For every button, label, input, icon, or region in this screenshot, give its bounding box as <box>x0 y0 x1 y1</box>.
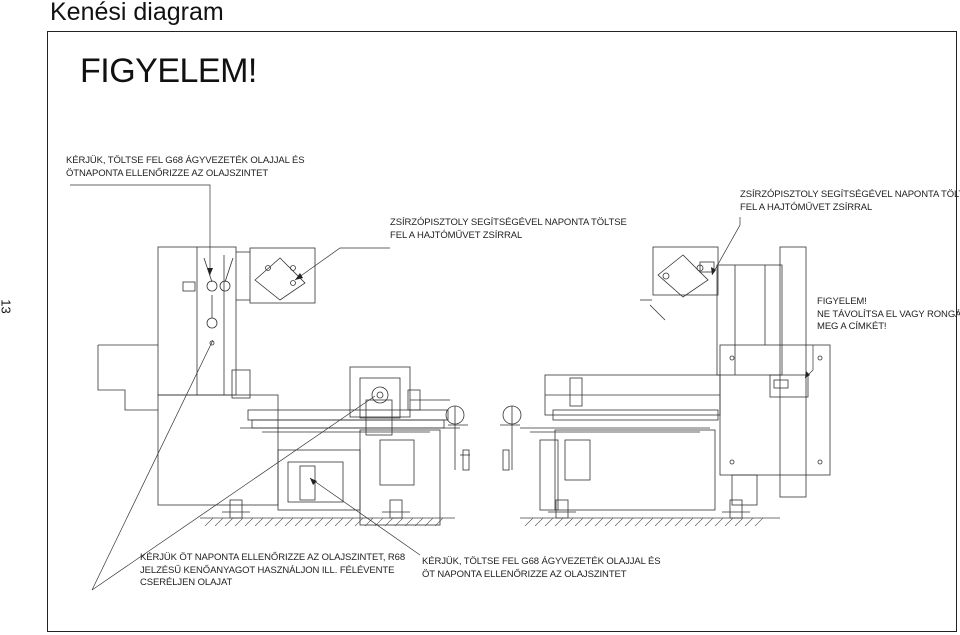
page-heading: Kenési diagram <box>50 0 224 26</box>
note-top-left: KÉRJÜK, TÖLTSE FEL G68 ÁGYVEZETÉK OLAJJA… <box>66 155 305 180</box>
note-line: JELZÉSŰ KENŐANYAGOT HASZNÁLJON ILL. FÉLÉ… <box>140 564 395 576</box>
note-line: NE TÁVOLÍTSA EL VAGY RONGÁLJA <box>817 308 960 320</box>
note-middle-left: ZSÍRZÓPISZTOLY SEGÍTSÉGÉVEL NAPONTA TÖLT… <box>390 217 627 242</box>
note-line: FEL A HAJTÓMŰVET ZSÍRRAL <box>390 229 523 241</box>
note-bottom-left: KÉRJÜK ÖT NAPONTA ELLENŐRIZZE AZ OLAJSZI… <box>140 552 405 590</box>
note-line: FEL A HAJTÓMŰVET ZSÍRRAL <box>740 201 873 213</box>
note-label-warning: FIGYELEM! NE TÁVOLÍTSA EL VAGY RONGÁLJA … <box>817 296 960 334</box>
left-machine <box>97 246 470 526</box>
note-top-right: ZSÍRZÓPISZTOLY SEGÍTSÉGÉVEL NAPONTA TÖLT… <box>740 189 960 214</box>
note-line: MEG A CÍMKÉT! <box>817 321 887 332</box>
note-line: ÖT NAPONTA ELLENŐRIZZE AZ OLAJSZINTET <box>422 568 627 580</box>
leader-lines <box>70 184 814 591</box>
note-bottom-middle: KÉRJÜK, TÖLTSE FEL G68 ÁGYVEZETÉK OLAJJA… <box>422 556 661 581</box>
note-line: KÉRJÜK ÖT NAPONTA ELLENŐRIZZE AZ OLAJSZI… <box>140 552 406 563</box>
note-line: ÖTNAPONTA ELLENŐRIZZE AZ OLAJSZINTET <box>66 167 269 179</box>
note-line: CSERÉLJEN OLAJAT <box>140 577 233 588</box>
note-line: KÉRJÜK, TÖLTSE FEL G68 ÁGYVEZETÉK OLAJJA… <box>422 556 661 567</box>
right-machine <box>500 246 831 519</box>
note-line: FIGYELEM! <box>817 296 867 307</box>
warning-title: FIGYELEM! <box>80 52 257 90</box>
note-line: ZSÍRZÓPISZTOLY SEGÍTSÉGÉVEL NAPONTA TÖLT… <box>390 217 627 228</box>
diagram-frame <box>47 31 957 632</box>
note-line: KÉRJÜK, TÖLTSE FEL G68 ÁGYVEZETÉK OLAJJA… <box>66 155 305 166</box>
note-line: ZSÍRZÓPISZTOLY SEGÍTSÉGÉVEL NAPONTA TÖLT… <box>740 189 960 200</box>
